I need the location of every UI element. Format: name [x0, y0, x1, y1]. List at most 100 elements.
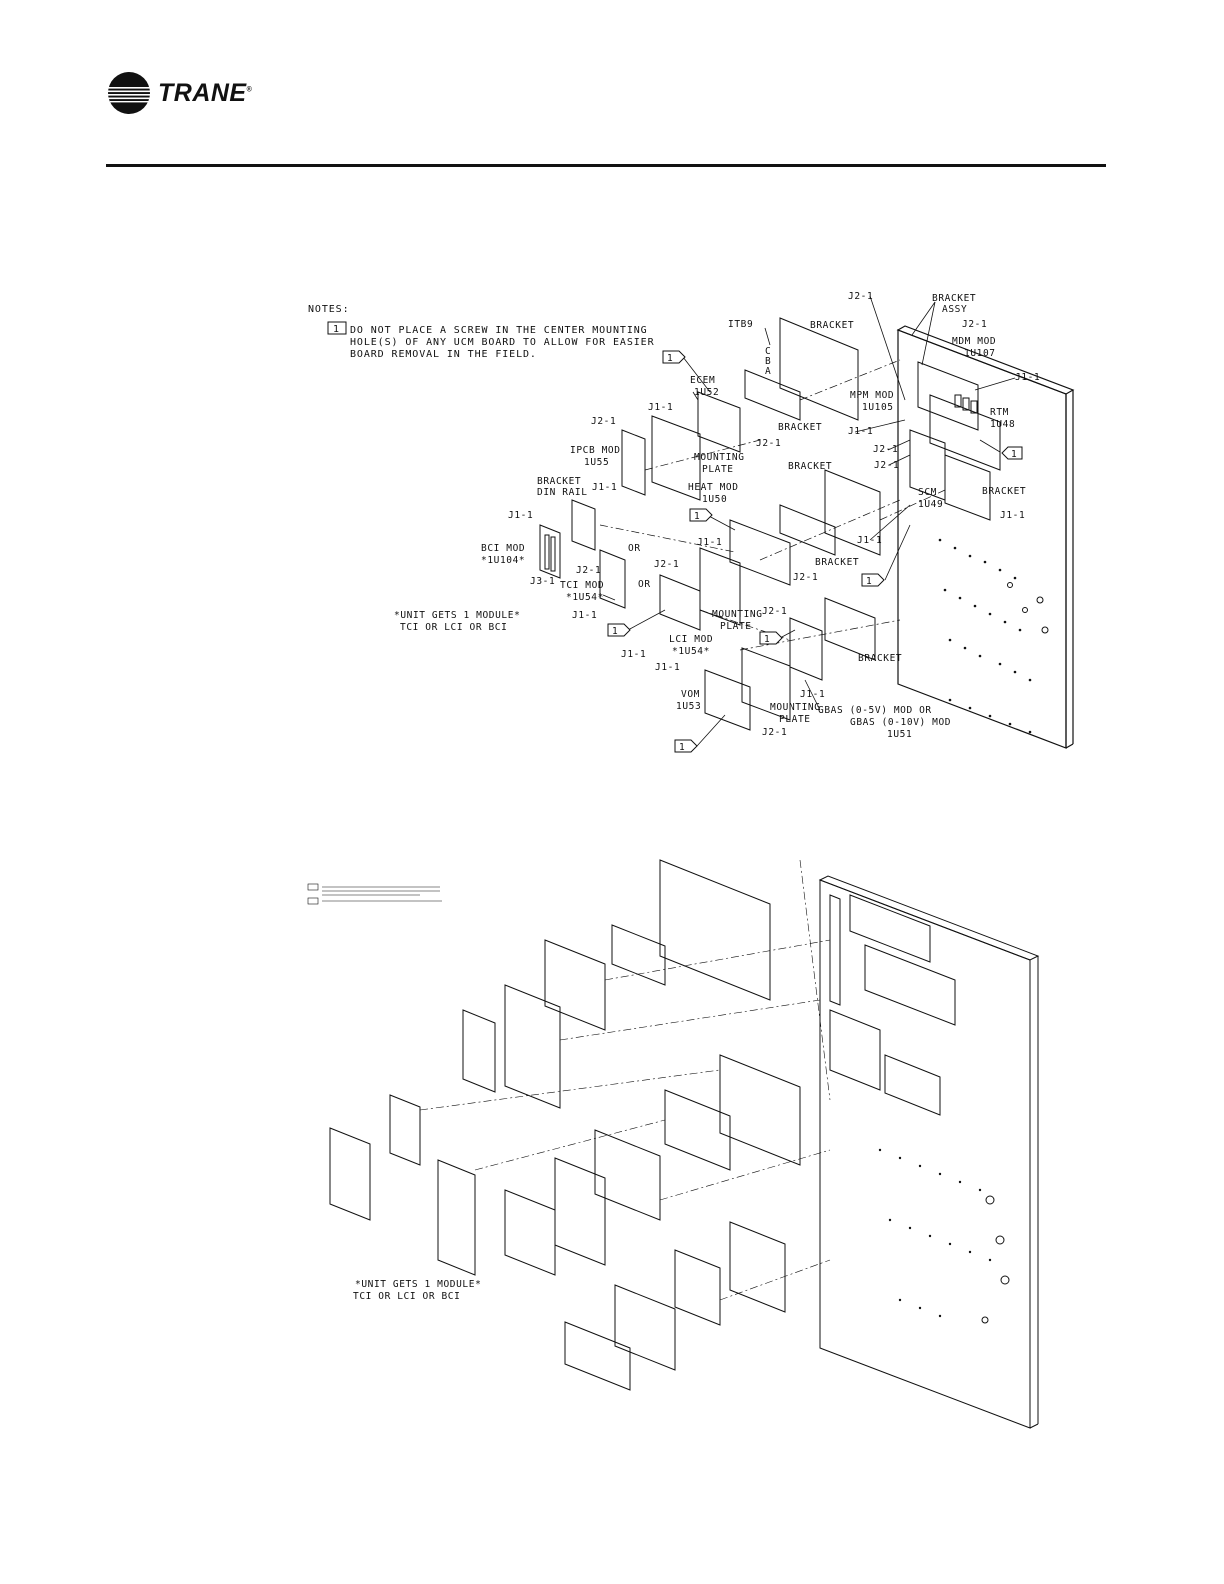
label-mp1-1: MOUNTING: [694, 452, 745, 463]
label-j2-heat: J2-1: [793, 572, 818, 583]
label-b: B: [765, 356, 771, 367]
label-itb9: ITB9: [728, 319, 753, 330]
logo-wordmark: TRANE®: [158, 79, 253, 107]
label-bracket-din-2: DIN RAIL: [537, 487, 588, 498]
label-gbas-2: GBAS (0-10V) MOD: [850, 717, 951, 728]
note-marker: 1: [333, 324, 340, 335]
label-mdm-1: MDM MOD: [952, 336, 996, 347]
label-j2-lci: J2-1: [654, 559, 679, 570]
label-bracket-assy-1: BRACKET: [932, 293, 976, 304]
label-scm-1: SCM: [918, 487, 937, 498]
label-j1-lci: J1-1: [621, 649, 646, 660]
label-mpm-1: MPM MOD: [850, 390, 894, 401]
label-j2-mdm: J2-1: [962, 319, 987, 330]
label-bracket-1: BRACKET: [810, 320, 854, 331]
label-j3-bci: J3-1: [530, 576, 555, 587]
callout-1a: 1: [667, 353, 673, 364]
label-j1-gbas: J1-1: [800, 689, 825, 700]
callout-1c: 1: [612, 626, 618, 637]
label-gbas-1: GBAS (0-5V) MOD OR: [818, 705, 932, 716]
label-j2-vom: J2-1: [762, 727, 787, 738]
label-j1-scm: J1-1: [1000, 510, 1025, 521]
label-j1-ipcb: J1-1: [592, 482, 617, 493]
label-bracket-6: BRACKET: [858, 653, 902, 664]
label-ipcb-1: IPCB MOD: [570, 445, 621, 456]
label-mdm-2: 1U107: [964, 348, 996, 359]
label-j1-heat: J1-1: [697, 537, 722, 548]
unit-note-top-2: TCI OR LCI OR BCI: [400, 622, 507, 633]
label-mp3-1: MOUNTING: [770, 702, 821, 713]
label-or-2: OR: [638, 579, 651, 590]
brackets: [571, 317, 991, 661]
trane-logo: TRANE®: [106, 70, 306, 116]
label-j2-tci: J2-1: [576, 565, 601, 576]
callout-1f: 1: [1011, 449, 1017, 460]
label-j2-gbas: J2-1: [762, 606, 787, 617]
label-tci-1: TCI MOD: [560, 580, 604, 591]
label-gbas-3: 1U51: [887, 729, 912, 740]
bottom-dash-lines: [419, 859, 831, 1301]
label-mp3-2: PLATE: [779, 714, 811, 725]
callout-1e: 1: [679, 742, 685, 753]
label-c: C: [765, 346, 771, 357]
label-j1-mpm: J1-1: [848, 426, 873, 437]
label-j1-ecem: J1-1: [648, 402, 673, 413]
callout-1d: 1: [764, 634, 770, 645]
label-mp1-2: PLATE: [702, 464, 734, 475]
label-j1-vom: J1-1: [655, 662, 680, 673]
diagram-labels: J2-1 BRACKET ASSY ITB9 BRACKET J2-1 MDM …: [394, 291, 1040, 740]
callout-1g: 1: [866, 576, 872, 587]
label-j1-rtm: J1-1: [1015, 372, 1040, 383]
label-a: A: [765, 366, 771, 377]
dash-lines: [599, 359, 946, 651]
note-line-2: HOLE(S) OF ANY UCM BOARD TO ALLOW FOR EA…: [350, 337, 655, 348]
label-ecem-2: 1U52: [694, 387, 719, 398]
label-j2-ipcb: J2-1: [591, 416, 616, 427]
header-rule: [106, 164, 1106, 167]
panel-boards: [909, 361, 1001, 501]
label-lci-2: *1U54*: [672, 646, 710, 657]
label-vom-1: VOM: [681, 689, 700, 700]
label-bracket-assy-2: ASSY: [942, 304, 967, 315]
panel-holes: [938, 538, 1049, 734]
label-ipcb-2: 1U55: [584, 457, 609, 468]
note-marker-box: [327, 321, 347, 335]
bottom-exploded-view: [329, 859, 1040, 1429]
label-rtm-2: 1U48: [990, 419, 1015, 430]
label-lci-1: LCI MOD: [669, 634, 713, 645]
label-j2-ecem: J2-1: [756, 438, 781, 449]
label-j2-scm-b: J2-1: [874, 460, 899, 471]
bottom-unit-note: *UNIT GETS 1 MODULE* TCI OR LCI OR BCI: [353, 1279, 481, 1302]
modules: [539, 391, 823, 731]
label-bracket-5: BRACKET: [815, 557, 859, 568]
note-line-3: BOARD REMOVAL IN THE FIELD.: [350, 349, 537, 360]
label-j1-scm-b: J1-1: [857, 535, 882, 546]
label-or-1: OR: [628, 543, 641, 554]
label-heat-1: HEAT MOD: [688, 482, 739, 493]
label-mpm-2: 1U105: [862, 402, 894, 413]
label-bci-2: *1U104*: [481, 555, 525, 566]
callout-1b: 1: [694, 511, 700, 522]
notes-block: NOTES: 1 DO NOT PLACE A SCREW IN THE CEN…: [308, 304, 655, 360]
label-bracket-3: BRACKET: [788, 461, 832, 472]
label-bracket-din-1: BRACKET: [537, 476, 581, 487]
label-j2-scm-a: J2-1: [873, 444, 898, 455]
label-j1-bci: J1-1: [508, 510, 533, 521]
bottom-panel-holes: [878, 1148, 1010, 1324]
label-j2-top: J2-1: [848, 291, 873, 302]
unit-note-bottom-1: *UNIT GETS 1 MODULE*: [355, 1279, 481, 1290]
main-panel: [896, 325, 1075, 749]
unit-note-bottom-2: TCI OR LCI OR BCI: [353, 1291, 460, 1302]
label-scm-2: 1U49: [918, 499, 943, 510]
notes-title: NOTES:: [308, 304, 350, 315]
label-bci-1: BCI MOD: [481, 543, 525, 554]
label-heat-2: 1U50: [702, 494, 727, 505]
label-j1-tci: J1-1: [572, 610, 597, 621]
leader-lines: [602, 295, 1016, 747]
label-ecem-1: ECEM: [690, 375, 715, 386]
bottom-notes-block: [307, 883, 442, 905]
callout-flags: [607, 350, 1023, 753]
label-bracket-4: BRACKET: [982, 486, 1026, 497]
label-mp2-1: MOUNTING: [712, 609, 763, 620]
